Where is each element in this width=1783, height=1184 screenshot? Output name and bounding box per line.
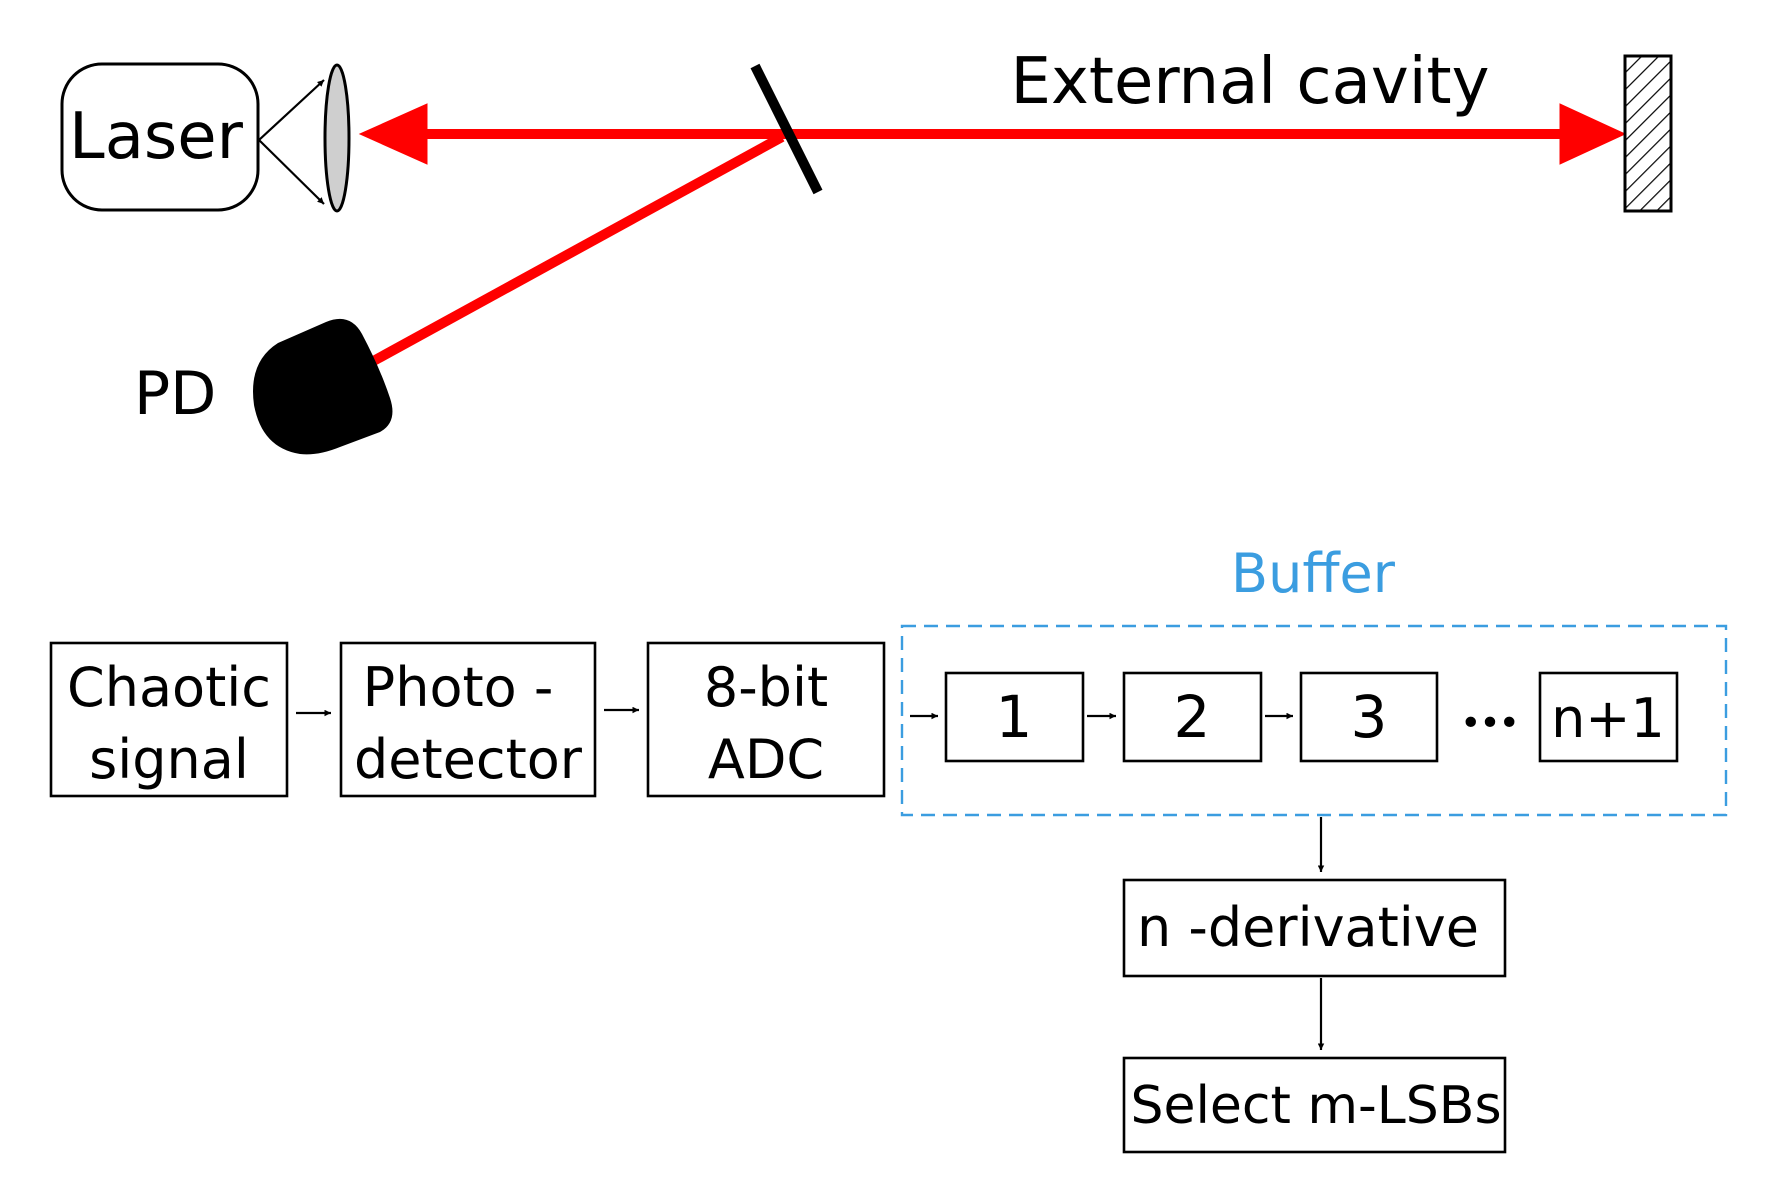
external-mirror [1623, 54, 1673, 213]
laser-box [60, 62, 260, 212]
select-lsbs-box [1122, 1056, 1507, 1154]
beam-to-pd [365, 132, 785, 369]
buffer-cell-3 [1299, 671, 1439, 763]
laser-label: Laser [69, 100, 244, 174]
buffer-cell-2-label: 2 [1174, 683, 1211, 751]
buffer-cell-1-label: 1 [996, 683, 1033, 751]
emission-cone-lower [258, 139, 325, 205]
photodetector-label-line2: detector [354, 728, 583, 791]
lens [323, 63, 351, 213]
buffer-ellipsis: ••• [1460, 703, 1518, 744]
adc-label-line1: 8-bit [704, 656, 828, 719]
beam-arrowhead-left [358, 103, 428, 165]
buffer-cell-n-plus-1-label: n+1 [1551, 687, 1665, 750]
adc-box [646, 641, 886, 798]
laser-beam [358, 103, 1627, 369]
chaotic-signal-label-line2: signal [89, 728, 249, 791]
derivative-label: n -derivative [1137, 896, 1479, 959]
chaotic-signal-label-line1: Chaotic [67, 656, 271, 719]
signal-chain: Chaotic signal Photo - detector 8-bit AD… [49, 641, 886, 798]
external-cavity-label: External cavity [1011, 45, 1490, 119]
buffer-group: Buffer 1 2 3 ••• n+1 [900, 542, 1728, 817]
adc-label-line2: ADC [708, 728, 824, 791]
buffer-cell-n-plus-1 [1538, 671, 1679, 763]
select-lsbs-label: Select m-LSBs [1130, 1076, 1501, 1136]
chaotic-signal-box [49, 641, 289, 798]
pd-label: PD [134, 359, 216, 429]
beam-arrowhead-right [1559, 103, 1627, 165]
emission-cone-upper [258, 79, 325, 141]
derivative-box [1122, 878, 1507, 978]
buffer-cell-1 [944, 671, 1085, 763]
photodetector-icon [253, 318, 393, 455]
buffer-cell-3-label: 3 [1351, 683, 1388, 751]
photodetector-label-line1: Photo - [363, 656, 554, 719]
buffer-cell-2 [1122, 671, 1263, 763]
photodetector-box [339, 641, 597, 798]
optical-setup: Laser External cavity PD [60, 45, 1673, 455]
processing-chain: n -derivative Select m-LSBs [1122, 817, 1507, 1154]
beam-splitter [750, 63, 823, 195]
buffer-label: Buffer [1231, 542, 1396, 605]
